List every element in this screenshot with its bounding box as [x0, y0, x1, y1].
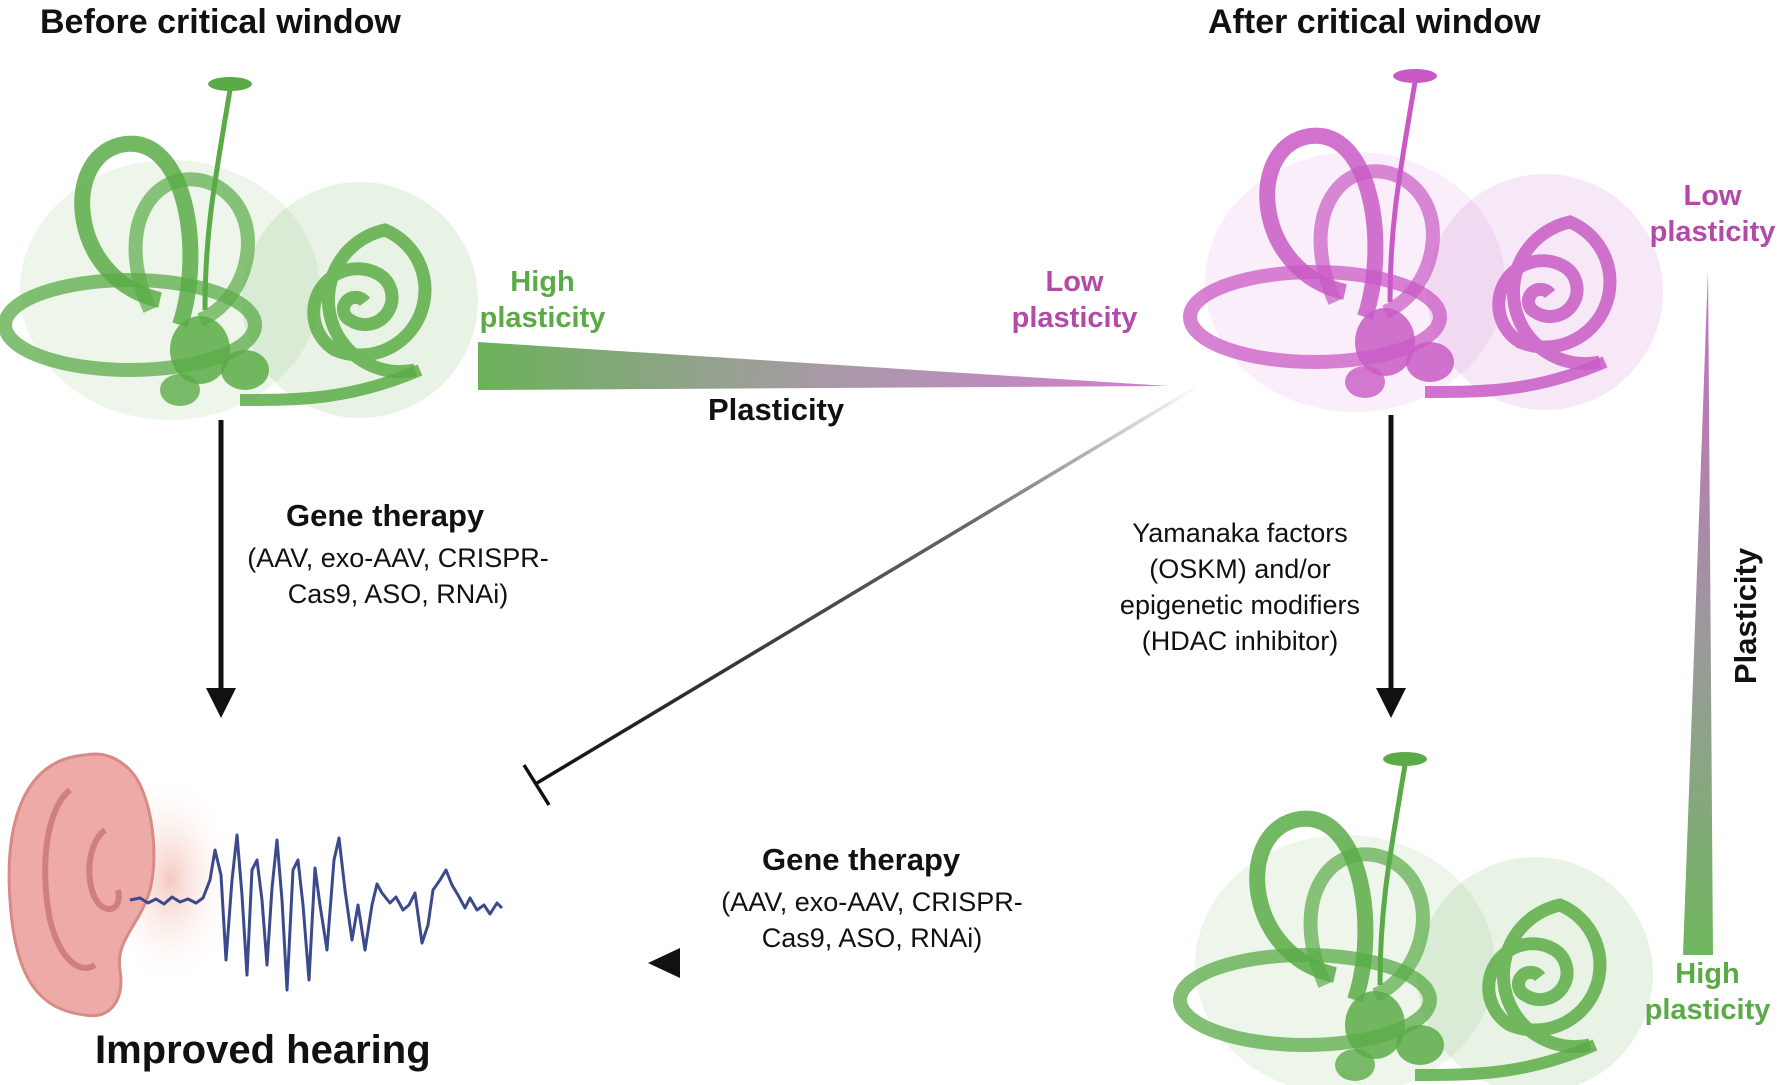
gene-therapy-heading-bottom: Gene therapy — [762, 842, 961, 877]
inhibition-line — [536, 383, 1201, 785]
plasticity-gradient-horizontal — [478, 342, 1168, 390]
title-after-critical-window: After critical window — [1208, 3, 1541, 41]
right-arrowhead — [1376, 688, 1406, 718]
title-before-critical-window: Before critical window — [40, 3, 401, 41]
gene-therapy-methods-bottom: (AAV, exo-AAV, CRISPR- Cas9, ASO, RNAi) — [721, 887, 1023, 953]
inner-ear-green-icon — [5, 77, 478, 420]
plasticity-gradient-vertical — [1683, 270, 1713, 955]
reprogramming-factors-text: Yamanaka factors (OSKM) and/or epigeneti… — [1119, 518, 1361, 656]
sound-wave-icon — [129, 833, 504, 992]
right-low-plasticity-label: Low plasticity — [1649, 180, 1776, 248]
gene-therapy-methods-left: (AAV, exo-AAV, CRISPR- Cas9, ASO, RNAi) — [247, 543, 549, 609]
right-high-plasticity-label: High plasticity — [1644, 958, 1771, 1026]
outer-ear-icon — [7, 752, 235, 1018]
right-plasticity-axis-label: Plasticity — [1728, 547, 1763, 685]
gene-therapy-heading-left: Gene therapy — [286, 498, 485, 533]
inner-ear-magenta-icon — [1190, 69, 1663, 412]
plasticity-axis-label: Plasticity — [708, 392, 845, 427]
high-plasticity-label: High plasticity — [479, 266, 606, 334]
bottom-arrowhead — [648, 948, 680, 978]
improved-hearing-label: Improved hearing — [95, 1028, 431, 1072]
low-plasticity-label: Low plasticity — [1011, 266, 1138, 334]
inner-ear-green-regenerated-icon — [1180, 752, 1653, 1085]
inhibition-bar — [522, 764, 551, 806]
left-arrowhead — [206, 688, 236, 718]
